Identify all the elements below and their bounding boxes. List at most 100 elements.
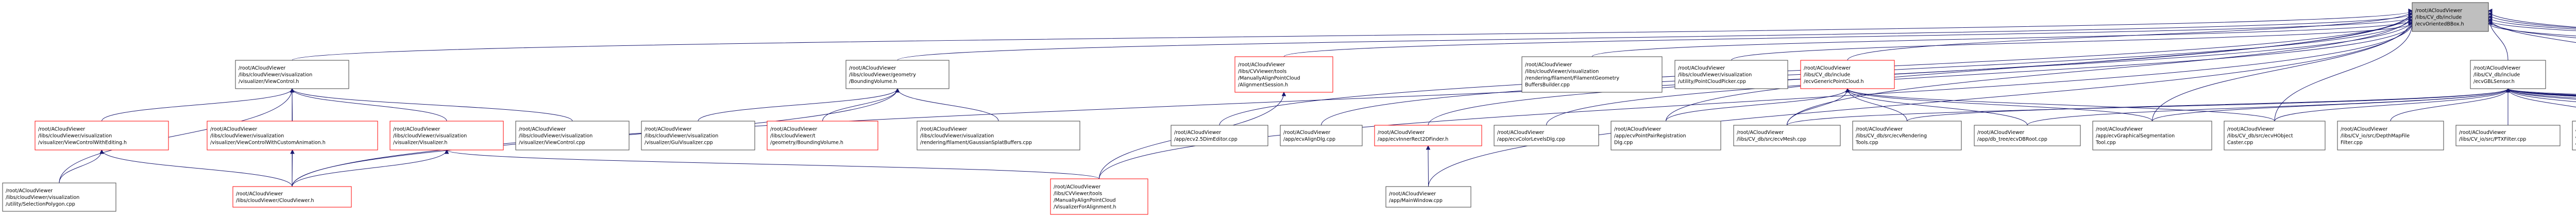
node-ecv25dimeditor_cpp[interactable]: /root/ACloudViewer/app/ecv2.5DimEditor.c… [1171,125,1268,146]
node-label-line: Filter.cpp [2341,140,2363,146]
node-cloudviewer_h[interactable]: /root/ACloudViewer/libs/cloudViewer/Clou… [232,186,352,208]
node-label-line: /root/ACloudViewer [1678,65,1725,71]
edge-voxelgrid_cpp-to-root [2488,20,2576,31]
node-label-line: /root/ACloudViewer [2459,130,2506,136]
edge-graphseg_cpp-to-root [2152,16,2413,122]
node-root[interactable]: /root/ACloudViewer/libs/CV_db/include/ec… [2412,2,2489,32]
edge-dbroot_cpp-to-genericpointcloud_h [1847,88,2028,126]
node-mainwindow_cpp[interactable]: /root/ACloudViewer/app/MainWindow.cpp [1385,186,1471,208]
node-depthmap_cpp[interactable]: /root/ACloudViewer/libs/CV_io/src/DepthM… [2337,121,2444,150]
node-vccustomanim_h[interactable]: /root/ACloudViewer/libs/cloudViewer/visu… [207,121,378,150]
node-label-line: /libs/cloudViewer/visualization [1525,69,1599,75]
node-box [2572,121,2576,150]
node-ptxfilter_cpp[interactable]: /root/ACloudViewer/libs/CV_io/src/PTXFil… [2455,125,2561,146]
node-boundingvolume_h[interactable]: /root/ACloudViewer/libs/cloudViewer/geom… [845,60,950,89]
node-genericpointcloud_h[interactable]: /root/ACloudViewer/libs/CV_db/include/ec… [1800,60,1895,89]
edge-gblsensor_cpp-to-gblsensor_h [2507,88,2576,97]
node-label-line: /ManuallyAlignPointCloud [1238,76,1300,81]
arrowhead-icon [290,88,295,93]
edge-cloudviewer_h-to-vccustomanim_h [292,149,293,187]
node-pointpair_cpp[interactable]: /root/ACloudViewer/app/ecvPointPairRegis… [1611,121,1721,150]
node-label-line: /libs/cloudViewer/visualization [1678,72,1752,78]
arrowhead-icon [1845,88,1850,93]
edge-meshbase_cpp-to-root [2488,20,2576,38]
node-label-line: /ecvGBLSensor.h [2473,79,2515,85]
node-label-line: /visualizer/ViewControl.h [239,79,299,85]
node-visualizer_h[interactable]: /root/ACloudViewer/libs/cloudViewer/visu… [389,121,504,150]
node-label-line: /root/ACloudViewer [519,127,566,132]
node-label-line: /root/ACloudViewer [770,127,817,132]
arrowhead-icon [2487,21,2493,26]
edge-mesh_cpp-to-gblsensor_h [1787,88,2509,126]
node-label-line: Dlg.cpp [1614,140,1633,146]
edge-visforalign_h-to-visualizer_h [446,149,1099,179]
node-filamentgeom_cpp[interactable]: /root/ACloudViewer/libs/cloudViewer/visu… [1521,56,1663,93]
arrowhead-icon [99,149,104,154]
node-label-line: /root/ACloudViewer [2341,127,2387,132]
node-vcwithediting_h[interactable]: /root/ACloudViewer/libs/cloudViewer/visu… [35,121,169,150]
node-viewcontrol_h[interactable]: /root/ACloudViewer/libs/cloudViewer/visu… [235,60,349,89]
node-alignmentsession_h[interactable]: /root/ACloudViewer/libs/CVViewer/tools/M… [1234,56,1333,93]
node-dbroot_cpp[interactable]: /root/ACloudViewer/app/db_tree/ecvDBRoot… [1974,125,2081,146]
node-label-line: /root/ACloudViewer [1389,191,1436,197]
edge-mainwindow_cpp-to-root [1428,20,2413,187]
node-label-line: /root/ACloudViewer [1283,130,1330,136]
node-graphseg_cpp[interactable]: /root/ACloudViewer/app/ecvGraphicalSegme… [2092,121,2212,150]
node-box [1374,125,1482,146]
edge-vcwithediting_h-to-viewcontrol_h [101,88,293,122]
node-label-line: /root/ACloudViewer [236,191,283,197]
node-label-line: /root/ACloudViewer [2227,127,2274,132]
node-gblsensor_h[interactable]: /root/ACloudViewer/libs/CV_db/include/ec… [2470,60,2546,89]
node-innerrect_h[interactable]: /root/ACloudViewer/app/ecvInnerRect2DFin… [1374,125,1482,146]
node-guivisualizer_cpp[interactable]: /root/ACloudViewer/libs/cloudViewer/visu… [641,121,755,150]
node-label-line: /libs/cloudViewer/visualization [38,133,112,139]
arrowhead-icon [1281,91,1286,96]
node-viewcontrol_cpp[interactable]: /root/ACloudViewer/libs/cloudViewer/visu… [515,121,630,150]
node-label-line: /app/ecvInnerRect2DFinder.h [1378,137,1448,142]
node-label-line: /root/ACloudViewer [239,65,285,71]
arrowhead-icon [2408,18,2413,23]
node-label-line: /libs/cloudViewer/visualization [393,133,467,139]
node-label-line: /libs/CV_io/src/DepthMapFile [2341,133,2410,139]
node-colorlevels_cpp[interactable]: /root/ACloudViewer/app/ecvColorLevelsDlg… [1494,125,1599,146]
node-box [232,186,352,208]
node-box [2224,121,2326,150]
edge-selectionpolygon_cpp-to-viewcontrol_h [59,88,293,183]
node-box [1280,125,1363,146]
node-selectionpolygon_cpp[interactable]: /root/ACloudViewer/libs/cloudViewer/visu… [2,182,116,212]
edge-colorlevels_cpp-to-root [1546,23,2413,126]
nodes-layer: /root/ACloudViewer/libs/CV_db/include/ec… [2,2,2576,215]
node-box [845,60,950,89]
node-box [1733,125,1841,146]
node-label-line: /AlignmentSession.h [1238,82,1288,88]
node-label-line: /root/ACloudViewer [38,127,85,132]
node-label-line: Tools.cpp [1855,140,1878,146]
edge-pointpair_cpp-to-genericpointcloud_h [1666,88,1848,122]
edge-hobjectcaster_cpp-to-gblsensor_h [2274,88,2509,122]
node-label-line: /root/ACloudViewer [1737,130,1784,136]
node-label-line: /root/ACloudViewer [1614,127,1661,132]
node-visforalign_h[interactable]: /root/ACloudViewer/libs/CVViewer/tools/M… [1050,178,1148,215]
edge-hobjectcaster_cpp-to-genericpointcloud_h [1847,88,2275,122]
node-aligndlg_cpp[interactable]: /root/ACloudViewer/app/ecvAlignDlg.cpp [1280,125,1363,146]
edge-visforalign_h-to-root [1099,23,2413,179]
node-renderingtools_cpp[interactable]: /root/ACloudViewer/libs/CV_db/src/ecvRen… [1852,121,1962,150]
node-label-line: /libs/cloudViewer/geometry [849,72,916,78]
node-label-line: /utility/PointCloudPicker.cpp [1678,79,1746,85]
node-box [1050,178,1148,215]
edge-genericpointcloud_h-to-root [1847,10,2413,61]
node-t_boundingvolume_h[interactable]: /root/ACloudViewer/libs/cloudViewer/t/ge… [767,121,878,150]
node-label-line: /app/MainWindow.cpp [1389,198,1443,204]
node-label-line: /root/ACloudViewer [1174,130,1221,136]
node-pcltools_cpp[interactable]: /root/ACloudViewer/libs/PCLEngine/Tools/… [2572,121,2576,150]
node-label-line: Caster.cpp [2227,140,2253,146]
node-hobjectcaster_cpp[interactable]: /root/ACloudViewer/libs/CV_db/src/ecvHOb… [2224,121,2326,150]
node-label-line: /geometry/BoundingVolume.h [770,140,843,146]
node-label-line: /root/ACloudViewer [920,127,967,132]
node-mesh_cpp[interactable]: /root/ACloudViewer/libs/CV_db/src/ecvMes… [1733,125,1841,146]
node-gaussiansplat_cpp[interactable]: /root/ACloudViewer/libs/cloudViewer/visu… [917,121,1080,150]
node-pointcloudpicker_cpp[interactable]: /root/ACloudViewer/libs/cloudViewer/visu… [1674,60,1788,89]
node-box [2455,125,2561,146]
edge-pcltools_cpp-to-gblsensor_h [2507,88,2576,108]
edge-viewcontrol_h-to-root [292,10,2413,61]
